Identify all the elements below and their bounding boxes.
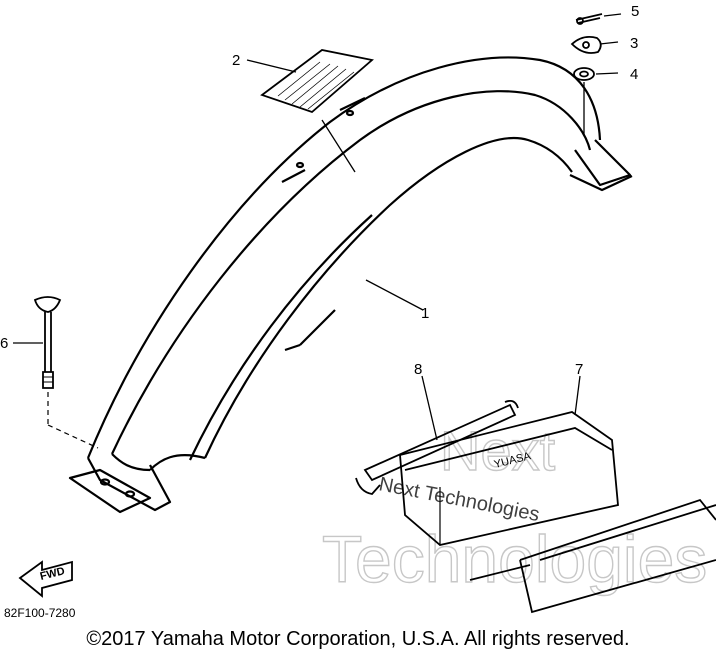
callout-3: 3 xyxy=(630,35,638,52)
part-code: 82F100-7280 xyxy=(4,606,76,620)
callout-4: 4 xyxy=(630,66,638,83)
callout-8: 8 xyxy=(414,361,422,378)
callout-5: 5 xyxy=(631,3,639,20)
screw xyxy=(575,13,603,25)
battery-strap xyxy=(355,399,519,495)
wing-bolt xyxy=(33,296,62,389)
fwd-label: FWD xyxy=(39,565,66,583)
callout-7: 7 xyxy=(575,361,583,378)
decal-plate xyxy=(260,49,374,114)
copyright-notice: ©2017 Yamaha Motor Corporation, U.S.A. A… xyxy=(86,628,630,650)
fwd-arrow-icon: FWD xyxy=(18,560,73,598)
watermark-large: Next Technologies xyxy=(321,418,708,596)
watermark-line-2: Technologies xyxy=(322,522,707,596)
callout-2: 2 xyxy=(232,52,240,69)
callout-6: 6 xyxy=(0,335,8,352)
watermark-line-1: Next xyxy=(440,419,556,482)
fender xyxy=(68,56,633,514)
battery-tray xyxy=(469,498,716,614)
bolt-guide-line-2 xyxy=(47,424,99,449)
callout-1: 1 xyxy=(421,305,429,322)
wing-nut xyxy=(570,35,602,54)
grommet xyxy=(573,67,595,81)
leader-lines xyxy=(13,13,622,441)
